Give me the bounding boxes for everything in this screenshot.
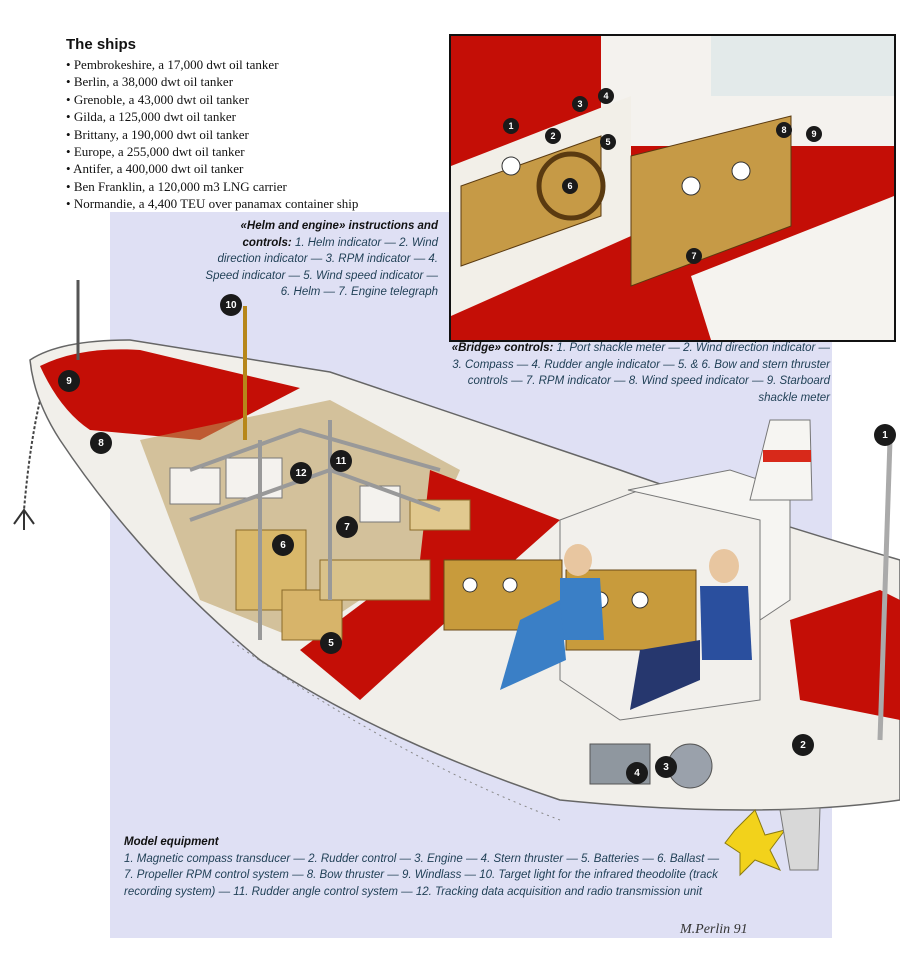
list-item: Pembrokeshire, a 17,000 dwt oil tanker bbox=[66, 56, 446, 73]
list-item: Brittany, a 190,000 dwt oil tanker bbox=[66, 126, 446, 143]
bridge-controls-caption: «Bridge» controls: 1. Port shackle meter… bbox=[450, 340, 830, 406]
list-item: Grenoble, a 43,000 dwt oil tanker bbox=[66, 91, 446, 108]
equipment-marker-6: 6 bbox=[272, 534, 294, 556]
equipment-marker-10: 10 bbox=[220, 294, 242, 316]
artist-signature: M.Perlin 91 bbox=[680, 922, 748, 937]
bridge-inset-illustration bbox=[449, 34, 896, 342]
model-equipment-caption: Model equipment 1. Magnetic compass tran… bbox=[124, 834, 720, 900]
bridge-caption-text: 1. Port shackle meter — 2. Wind directio… bbox=[452, 342, 830, 404]
inset-marker-4: 4 bbox=[598, 88, 614, 104]
helm-caption-title: «Helm and engine» instructions and contr… bbox=[240, 220, 438, 249]
list-item: Antifer, a 400,000 dwt oil tanker bbox=[66, 160, 446, 177]
equipment-marker-7: 7 bbox=[336, 516, 358, 538]
inset-marker-5: 5 bbox=[600, 134, 616, 150]
inset-marker-6: 6 bbox=[562, 178, 578, 194]
inset-marker-9: 9 bbox=[806, 126, 822, 142]
list-item: Normandie, a 4,400 TEU over panamax cont… bbox=[66, 195, 446, 212]
equipment-marker-8: 8 bbox=[90, 432, 112, 454]
inset-marker-8: 8 bbox=[776, 122, 792, 138]
inset-marker-2: 2 bbox=[545, 128, 561, 144]
inset-marker-7: 7 bbox=[686, 248, 702, 264]
list-item: Europe, a 255,000 dwt oil tanker bbox=[66, 143, 446, 160]
equipment-marker-1: 1 bbox=[874, 424, 896, 446]
equipment-marker-11: 11 bbox=[330, 450, 352, 472]
bridge-caption-title: «Bridge» controls: bbox=[451, 342, 554, 354]
equipment-marker-4: 4 bbox=[626, 762, 648, 784]
equipment-marker-12: 12 bbox=[290, 462, 312, 484]
equipment-marker-2: 2 bbox=[792, 734, 814, 756]
ships-list: Pembrokeshire, a 17,000 dwt oil tanker B… bbox=[66, 56, 446, 213]
equipment-marker-5: 5 bbox=[320, 632, 342, 654]
model-caption-title: Model equipment bbox=[124, 836, 219, 848]
inset-marker-1: 1 bbox=[503, 118, 519, 134]
helm-controls-caption: «Helm and engine» instructions and contr… bbox=[200, 218, 438, 301]
inset-marker-3: 3 bbox=[572, 96, 588, 112]
ships-title: The ships bbox=[66, 36, 137, 53]
ships-list-block: The ships Pembrokeshire, a 17,000 dwt oi… bbox=[66, 36, 446, 213]
list-item: Ben Franklin, a 120,000 m3 LNG carrier bbox=[66, 178, 446, 195]
list-item: Berlin, a 38,000 dwt oil tanker bbox=[66, 73, 446, 90]
model-caption-text: 1. Magnetic compass transducer — 2. Rudd… bbox=[124, 852, 720, 898]
equipment-marker-3: 3 bbox=[655, 756, 677, 778]
list-item: Gilda, a 125,000 dwt oil tanker bbox=[66, 108, 446, 125]
helm-caption-text: 1. Helm indicator — 2. Wind direction in… bbox=[205, 236, 438, 299]
equipment-marker-9: 9 bbox=[58, 370, 80, 392]
